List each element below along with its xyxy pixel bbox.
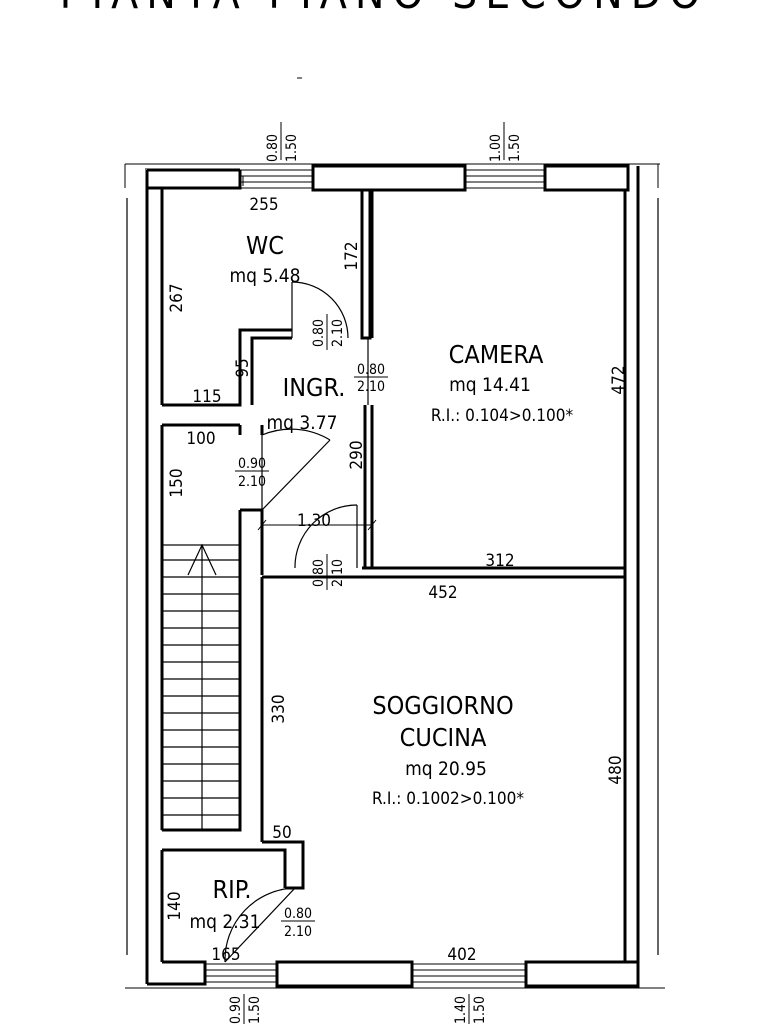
room-area-ingresso: mq 3.77: [267, 412, 338, 434]
room-area-wc: mq 5.48: [230, 265, 301, 287]
door-wc: [291, 281, 349, 339]
room-name-ingresso: INGR.: [283, 373, 346, 402]
dim-hall-span: 1.30: [297, 511, 331, 531]
dim-wc-bottom: 115: [192, 387, 221, 407]
dim-camera-width: 312: [485, 551, 514, 571]
label-window-wc: 0.80 1.50: [265, 122, 300, 162]
svg-text:0.80: 0.80: [357, 362, 385, 378]
staircase: [161, 543, 241, 831]
dim-soggiorno-step: 50: [272, 823, 291, 843]
window-soggiorno: [412, 963, 526, 983]
dim-soggiorno-top: 452: [428, 583, 457, 603]
room-area-rip: mq 2.31: [190, 911, 261, 933]
room-name-soggiorno-1: SOGGIORNO: [372, 691, 513, 720]
plan-title: PIANTA PIANO SECONDO: [60, 0, 709, 19]
room-ri-camera: R.I.: 0.104>0.100*: [431, 406, 574, 426]
label-door-rip: 0.80 2.10: [281, 906, 315, 940]
dim-wc-width: 255: [249, 195, 278, 215]
label-window-soggiorno: 1.40 1.50: [453, 994, 488, 1024]
room-area-camera: mq 14.41: [449, 374, 531, 396]
svg-text:2.10: 2.10: [238, 474, 266, 490]
interior-walls: [162, 190, 625, 890]
svg-text:2.10: 2.10: [357, 379, 385, 395]
room-name-soggiorno-2: CUCINA: [400, 723, 487, 752]
label-window-rip: 0.90 1.50: [228, 994, 263, 1024]
svg-text:0.80: 0.80: [311, 559, 327, 587]
svg-text:2.10: 2.10: [330, 319, 346, 347]
dim-soggiorno-left: 330: [269, 694, 289, 723]
svg-text:0.80: 0.80: [284, 906, 312, 922]
label-door-entry: 0.90 2.10: [235, 456, 269, 490]
dim-hall-wall: 290: [347, 440, 367, 469]
room-name-rip: RIP.: [212, 875, 251, 904]
room-ri-soggiorno: R.I.: 0.1002>0.100*: [372, 789, 524, 809]
room-name-wc: WC: [246, 231, 284, 260]
svg-text:1.50: 1.50: [472, 996, 488, 1024]
room-area-soggiorno: mq 20.95: [405, 758, 487, 780]
hall-dimension-line: [257, 519, 377, 531]
arrow-head-icon: [187, 543, 217, 576]
dim-camera-height: 472: [609, 365, 629, 394]
label-door-soggiorno: 0.80 2.10: [311, 554, 346, 590]
dim-stair-side: 150: [167, 468, 187, 497]
svg-text:0.80: 0.80: [265, 134, 281, 162]
label-window-camera: 1.00 1.50: [488, 122, 523, 162]
svg-text:1.40: 1.40: [453, 996, 469, 1024]
window-wc: [240, 169, 313, 189]
svg-text:1.50: 1.50: [507, 134, 523, 162]
dim-soggiorno-right: 480: [606, 755, 626, 784]
dim-wc-step: 95: [233, 358, 253, 377]
svg-text:1.00: 1.00: [488, 134, 504, 162]
svg-text:0.80: 0.80: [311, 319, 327, 347]
svg-text:2.10: 2.10: [330, 559, 346, 587]
label-door-camera: 0.80 2.10: [354, 362, 388, 395]
window-camera: [465, 169, 545, 189]
svg-text:2.10: 2.10: [284, 924, 312, 940]
label-door-wc: 0.80 2.10: [311, 314, 346, 350]
dim-wc-depth: 267: [167, 283, 187, 312]
dim-soggiorno-bottom: 402: [447, 945, 476, 965]
dim-wc-door-wall: 172: [342, 241, 362, 270]
svg-text:1.50: 1.50: [284, 134, 300, 162]
dim-rip-depth: 140: [165, 891, 185, 920]
door-soggiorno: [294, 504, 358, 569]
window-rip: [205, 963, 277, 983]
svg-text:0.90: 0.90: [228, 996, 244, 1024]
svg-text:1.50: 1.50: [247, 996, 263, 1024]
door-entry: [261, 428, 331, 511]
room-name-camera: CAMERA: [449, 340, 544, 369]
door-rip: [224, 887, 296, 963]
svg-text:0.90: 0.90: [238, 456, 266, 472]
dim-rip-width: 165: [211, 945, 240, 965]
dim-stair-landing: 100: [186, 429, 215, 449]
